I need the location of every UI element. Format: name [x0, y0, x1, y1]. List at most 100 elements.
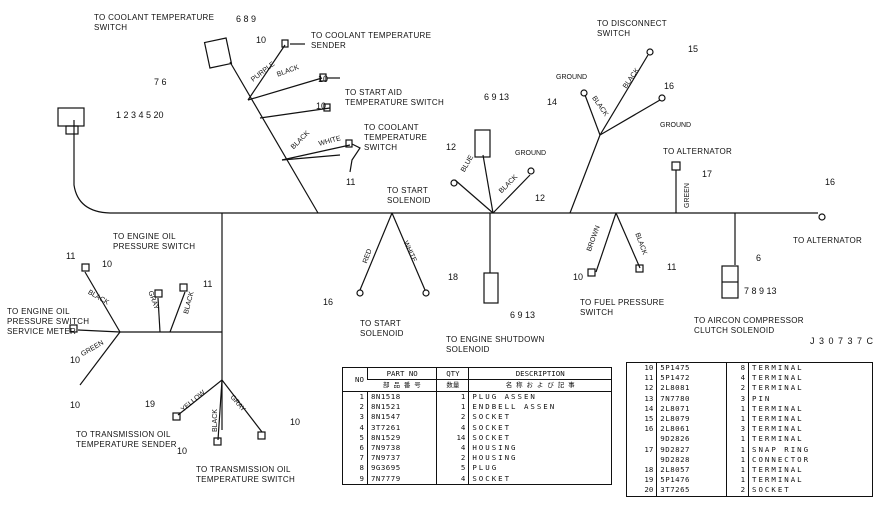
item-number: 7 8 9 13 — [744, 286, 777, 296]
main-plug-connector — [57, 107, 85, 127]
item-number: 10 — [290, 417, 301, 427]
cell-desc: PLUG ASSEN — [468, 391, 612, 403]
callout-coolant-temp-switch: TO COOLANT TEMPERATURE SWITCH — [94, 13, 215, 32]
cell-desc: SOCKET — [748, 485, 873, 497]
callout-coolant-temp-switch-2: TO COOLANT TEMPERATURE SWITCH — [364, 123, 428, 152]
callout-start-aid-temp-switch: TO START AID TEMPERATURE SWITCH — [345, 88, 445, 107]
item-number: 10 — [256, 35, 267, 45]
col-header-qty-jp: 数量 — [436, 379, 469, 392]
cell-part: 9D2826 — [656, 434, 727, 445]
cell-desc: PIN — [748, 393, 873, 404]
wire-label: GROUND — [515, 150, 547, 157]
cell-part: 9D2828 — [656, 454, 727, 466]
callout-fuel-pressure-switch: TO FUEL PRESSURE SWITCH — [580, 298, 665, 317]
col-header-qty: QTY — [436, 367, 469, 380]
wire-label: GREEN — [684, 183, 691, 208]
item-number: 14 — [547, 97, 558, 107]
cell-no: 5 — [359, 432, 364, 442]
cell-no: 3 — [359, 412, 364, 422]
callout-start-solenoid-1: TO START SOLENOID — [387, 186, 431, 205]
cell-part: 3T7265 — [656, 485, 727, 497]
cell-desc: SOCKET — [468, 422, 612, 433]
cell-part: 9D2827 — [656, 444, 727, 455]
drawing-number: J 3 0 7 3 7 C — [810, 336, 875, 346]
cell-desc: SOCKET — [468, 412, 612, 423]
cell-no: 8 — [359, 463, 364, 473]
item-number: 10 — [318, 74, 329, 84]
cell-no: 6 — [359, 443, 364, 453]
main-harness-trunk — [73, 130, 818, 214]
coolant-switch-connector — [203, 37, 233, 69]
callout-aircon-compressor: TO AIRCON COMPRESSOR CLUTCH SOLENOID — [694, 316, 804, 335]
cell-part: 7N9738 — [366, 443, 437, 454]
cell-qty: 1 — [436, 402, 469, 413]
cell-no: 7 — [359, 453, 364, 463]
cell-qty: 4 — [436, 422, 469, 433]
callout-disconnect-switch: TO DISCONNECT SWITCH — [597, 19, 667, 38]
item-number: 16 — [664, 81, 675, 91]
cell-no: 11 — [644, 373, 654, 383]
callout-coolant-temp-sender: TO COOLANT TEMPERATURE SENDER — [311, 31, 432, 50]
cell-no: 16 — [644, 424, 654, 434]
cell-part: 5P1476 — [656, 475, 727, 486]
wire-label: BLACK — [212, 409, 219, 432]
cell-no: 20 — [644, 485, 654, 495]
main-plug-tab — [65, 125, 79, 135]
cell-part: 9G3695 — [366, 463, 437, 474]
cell-qty: 1 — [436, 391, 469, 403]
cell-qty: 1 — [726, 475, 749, 486]
item-number: 17 — [702, 169, 713, 179]
item-number: 10 — [70, 355, 81, 365]
cell-no — [627, 455, 657, 465]
cell-part: 8N1529 — [366, 432, 437, 444]
item-number: 16 — [825, 177, 836, 187]
branch-coolant — [229, 61, 319, 214]
wire-label: GROUND — [556, 74, 588, 81]
cell-qty: 8 — [726, 362, 749, 374]
item-number: 12 — [535, 193, 546, 203]
cell-qty: 2 — [726, 383, 749, 394]
item-number: 18 — [448, 272, 459, 282]
table-header-row: NO PART NO QTY DESCRIPTION — [342, 367, 612, 392]
cell-no: 9 — [359, 473, 364, 483]
cell-part: 7N7779 — [366, 473, 437, 485]
cell-no: 2 — [359, 402, 364, 412]
col-header-no: NO — [342, 367, 368, 392]
col-header-part-no: PART NO — [366, 367, 437, 380]
item-number: 12 — [446, 142, 457, 152]
item-number: 6 9 13 — [510, 310, 536, 320]
cell-no: 4 — [359, 422, 364, 432]
cell-qty: 5 — [436, 463, 469, 474]
cell-qty: 1 — [726, 403, 749, 415]
item-number: 15 — [688, 44, 699, 54]
cell-qty: 4 — [436, 473, 469, 485]
cell-no — [627, 434, 657, 444]
cell-part: 8N1547 — [366, 412, 437, 423]
item-number: 11 — [203, 279, 213, 289]
item-number: 11 — [66, 251, 76, 261]
col-header-description-jp: 名 称 お よ び 記 事 — [468, 379, 612, 392]
item-number: 10 — [316, 101, 327, 111]
col-header-description: DESCRIPTION — [468, 367, 612, 380]
cell-qty: 3 — [726, 424, 749, 435]
cell-desc: PLUG — [468, 463, 612, 474]
cell-qty: 4 — [436, 443, 469, 454]
cell-qty: 4 — [726, 373, 749, 384]
callout-engine-shutdown-solenoid: TO ENGINE SHUTDOWN SOLENOID — [446, 335, 545, 354]
table-header-row-jp: 部 品 番 号 数量 名 称 お よ び 記 事 — [343, 379, 612, 392]
